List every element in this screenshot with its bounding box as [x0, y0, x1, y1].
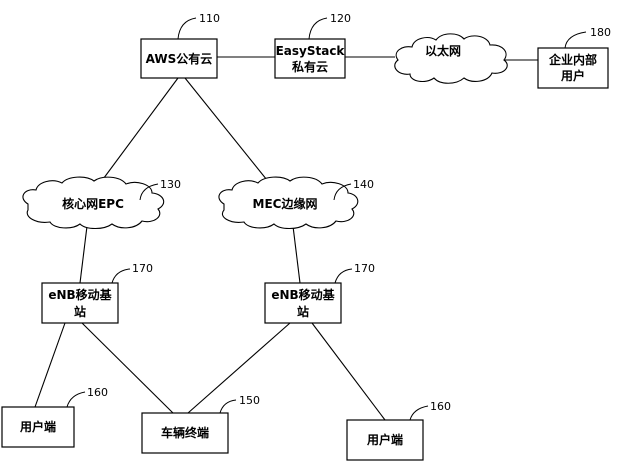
node-aws-public-cloud: AWS公有云	[140, 38, 218, 79]
node-enb-right: eNB移动基 站	[264, 282, 342, 324]
node-easystack-label-line1: EasyStack	[276, 44, 346, 58]
node-easystack-label-line2: 私有云	[291, 59, 328, 74]
leader-140	[333, 183, 352, 201]
ref-170-right: 170	[354, 262, 375, 275]
node-aws-label: AWS公有云	[146, 51, 213, 66]
node-enb-left-label-line2: 站	[74, 304, 86, 319]
edge-enb-left-user-left	[34, 322, 66, 408]
cloud-mec-network: MEC边缘网	[218, 176, 359, 230]
leader-180	[564, 31, 587, 49]
leader-130	[139, 183, 159, 201]
leader-150	[219, 399, 237, 414]
node-enb-right-label-line1: eNB移动基	[271, 287, 335, 302]
node-user-left: 用户端	[1, 406, 75, 448]
edge-enb-right-user-right	[311, 322, 386, 421]
node-enb-left-label-line1: eNB移动基	[48, 287, 112, 302]
cloud-ethernet: 以太网	[394, 33, 508, 84]
leader-170-left	[111, 268, 131, 284]
ref-180: 180	[590, 26, 611, 39]
edge-aws-mec	[184, 77, 276, 191]
edge-core-enb-left	[79, 217, 89, 284]
leader-110	[177, 17, 197, 40]
cloud-ethernet-label: 以太网	[425, 43, 461, 58]
node-enb-right-label-line2: 站	[297, 304, 309, 319]
edge-enb-right-vehicle	[187, 322, 291, 414]
edge-aws-core	[94, 77, 179, 191]
ref-130: 130	[160, 178, 181, 191]
connections	[34, 56, 538, 421]
ref-140: 140	[353, 178, 374, 191]
node-enterprise-users: 企业内部 用户	[537, 47, 609, 89]
node-enb-left: eNB移动基 站	[41, 282, 119, 324]
leader-120	[308, 17, 328, 40]
ref-170-left: 170	[132, 262, 153, 275]
node-vehicle-terminal: 车辆终端	[141, 412, 229, 454]
node-user-left-label: 用户端	[19, 419, 56, 434]
ref-150: 150	[239, 394, 260, 407]
leader-170-right	[334, 268, 353, 284]
cloud-core-network-label: 核心网EPC	[62, 196, 124, 211]
ref-160-right: 160	[430, 400, 451, 413]
node-easystack-private-cloud: EasyStack 私有云	[274, 38, 346, 79]
node-user-right-label: 用户端	[366, 432, 403, 447]
node-user-right: 用户端	[346, 419, 424, 461]
leader-160-right	[409, 405, 429, 421]
node-vehicle-label: 车辆终端	[161, 425, 209, 440]
reference-numerals: 110 120 180 130 140 170 170 160 150 160	[66, 12, 611, 421]
node-enterprise-label-line1: 企业内部	[548, 52, 597, 67]
cloud-core-network: 核心网EPC	[22, 176, 165, 230]
ref-160-left: 160	[87, 386, 108, 399]
cloud-mec-network-label: MEC边缘网	[253, 196, 318, 211]
node-enterprise-label-line2: 用户	[560, 68, 585, 83]
ref-110: 110	[199, 12, 220, 25]
edge-enb-left-vehicle	[81, 322, 174, 414]
leader-160-left	[66, 391, 86, 408]
ref-120: 120	[330, 12, 351, 25]
